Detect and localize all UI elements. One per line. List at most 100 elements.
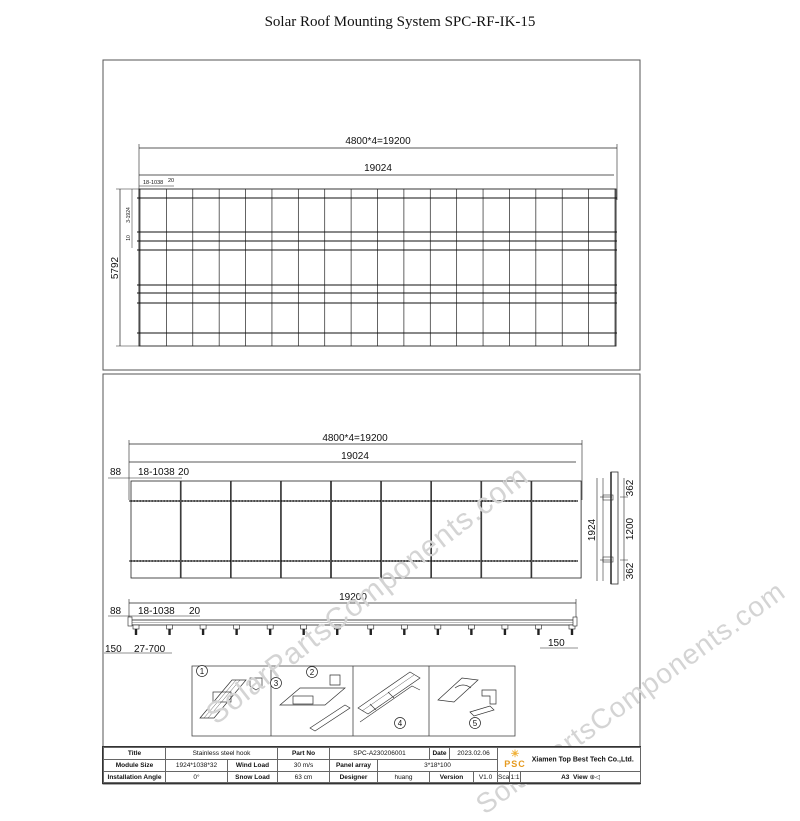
solar-panel	[381, 480, 432, 579]
date-label: Date	[429, 746, 450, 761]
solar-panel	[531, 480, 582, 579]
sun-icon: ☀	[510, 749, 520, 761]
detail-callout-1: 1	[196, 665, 208, 677]
detail-4-drawing	[357, 671, 421, 723]
solar-panel	[180, 480, 231, 579]
detail-number: 3	[274, 679, 279, 688]
company-name: Xiamen Top Best Tech Co.,Ltd.	[531, 756, 634, 764]
roof-hook	[233, 624, 240, 635]
technical-drawing: 4800*4=19200 19024 18-1038 20 5792 3-192…	[102, 59, 641, 785]
rail-offset-dim: 18-1038	[138, 606, 175, 617]
panel-grid	[137, 188, 617, 347]
designer-label: Designer	[329, 771, 378, 783]
front-rail-dim: 19024	[341, 451, 369, 462]
detail-2-drawing	[279, 674, 351, 732]
roof-hook	[199, 624, 207, 635]
component-details: 1 2 3 4 5	[191, 665, 516, 737]
projection-symbol-icon: ⊕◁	[589, 774, 600, 782]
panel-array-value: 3*18*100	[376, 759, 499, 773]
sheet-frame-bottom	[102, 373, 641, 785]
installation-angle-value: 0°	[165, 771, 228, 783]
rail-view: 19200 88 18-1038 20 150 27-700 150	[104, 592, 578, 655]
version-value: V1.0	[472, 771, 499, 783]
roof-hook	[434, 624, 442, 635]
snow-load-value: 63 cm	[277, 771, 330, 783]
roof-hook	[132, 624, 140, 635]
front-offset-dim: 18-1038	[138, 467, 175, 478]
roof-hook	[266, 624, 274, 635]
front-edge-dim: 88	[110, 467, 122, 478]
part-no-label: Part No	[277, 746, 330, 761]
top-offset-dim: 18-1038	[143, 180, 163, 186]
front-total-dim: 4800*4=19200	[322, 433, 388, 444]
snow-load-label: Snow Load	[227, 771, 278, 783]
sheet-frame-top	[102, 59, 641, 371]
drawing-title: Solar Roof Mounting System SPC-RF-IK-15	[264, 14, 536, 30]
module-size-label: Module Size	[103, 759, 166, 773]
rail-gap-dim: 20	[189, 606, 201, 617]
panel-array-label: Panel array	[329, 759, 378, 773]
logo-text: PSC	[504, 759, 526, 770]
company-logo: ☀ PSC	[504, 749, 526, 770]
detail-callout-5: 5	[469, 717, 481, 729]
view-label: View	[573, 774, 588, 782]
side-mid-dim: 1200	[625, 517, 636, 540]
detail-callout-3: 3	[270, 677, 282, 689]
top-total-dim: 4800*4=19200	[345, 136, 411, 147]
detail-callouts: 1 2 3 4 5	[196, 665, 481, 729]
roof-hook	[333, 624, 341, 635]
solar-panel	[280, 480, 331, 579]
solar-panel	[230, 480, 281, 579]
part-no-value: SPC-A230206001	[329, 746, 430, 761]
front-panel-row	[129, 480, 582, 579]
roof-hook	[468, 624, 475, 635]
date-value: 2023.02.06	[448, 746, 499, 761]
scale-label: Scale	[497, 771, 511, 783]
top-small-dim-1: 3-1924	[126, 207, 132, 223]
designer-value: huang	[377, 771, 430, 783]
grid-outline	[138, 188, 617, 347]
title-label: Title	[103, 746, 166, 761]
top-height-dim: 5792	[110, 256, 121, 279]
end-clamp	[127, 616, 133, 627]
front-gap-dim: 20	[178, 467, 190, 478]
wind-load-value: 30 m/s	[277, 759, 330, 773]
detail-number: 2	[310, 668, 315, 677]
top-small-dim-2: 10	[126, 235, 132, 241]
wind-load-label: Wind Load	[227, 759, 278, 773]
title-block: Title Stainless steel hook Part No SPC-A…	[102, 746, 642, 784]
roof-hook	[166, 624, 173, 635]
solar-panel	[330, 480, 382, 579]
paper-view-cell: A3 View ⊕◁	[520, 771, 642, 783]
solar-panel	[481, 480, 532, 579]
detail-callout-2: 2	[306, 666, 318, 678]
detail-1-drawing	[199, 677, 263, 719]
roof-hook	[401, 624, 408, 635]
solar-panel	[431, 480, 482, 579]
rail-edge-dim: 88	[110, 606, 122, 617]
roof-hook	[535, 624, 542, 635]
paper-size: A3	[561, 774, 570, 782]
detail-callout-4: 4	[394, 717, 406, 729]
scale-value: 1:1	[509, 771, 522, 783]
side-bottom-dim: 362	[625, 562, 636, 579]
installation-angle-label: Installation Angle	[103, 771, 166, 783]
roof-hook	[367, 624, 375, 635]
detail-number: 4	[398, 719, 403, 728]
title-value: Stainless steel hook	[165, 746, 278, 761]
solar-panel	[130, 480, 181, 579]
top-rail-dim: 19024	[364, 163, 392, 174]
rail-right-end-dim: 150	[548, 638, 565, 649]
module-size-value: 1924*1038*32	[165, 759, 228, 773]
roof-hook	[568, 624, 576, 635]
company-cell: ☀ PSC Xiamen Top Best Tech Co.,Ltd.	[497, 746, 642, 773]
rail-hook-spacing-dim: 27-700	[134, 644, 166, 655]
roof-hook	[300, 624, 307, 635]
top-view-plan: 4800*4=19200 19024 18-1038 20 5792 3-192…	[110, 136, 618, 347]
side-view: 1924 362 1200 362	[587, 471, 636, 585]
detail-number: 1	[200, 667, 205, 676]
rail-left-end-dim: 150	[105, 644, 122, 655]
roof-hook	[501, 624, 509, 635]
rail-hooks	[127, 616, 578, 635]
front-view: 4800*4=19200 19024 88 18-1038 20	[108, 433, 583, 579]
